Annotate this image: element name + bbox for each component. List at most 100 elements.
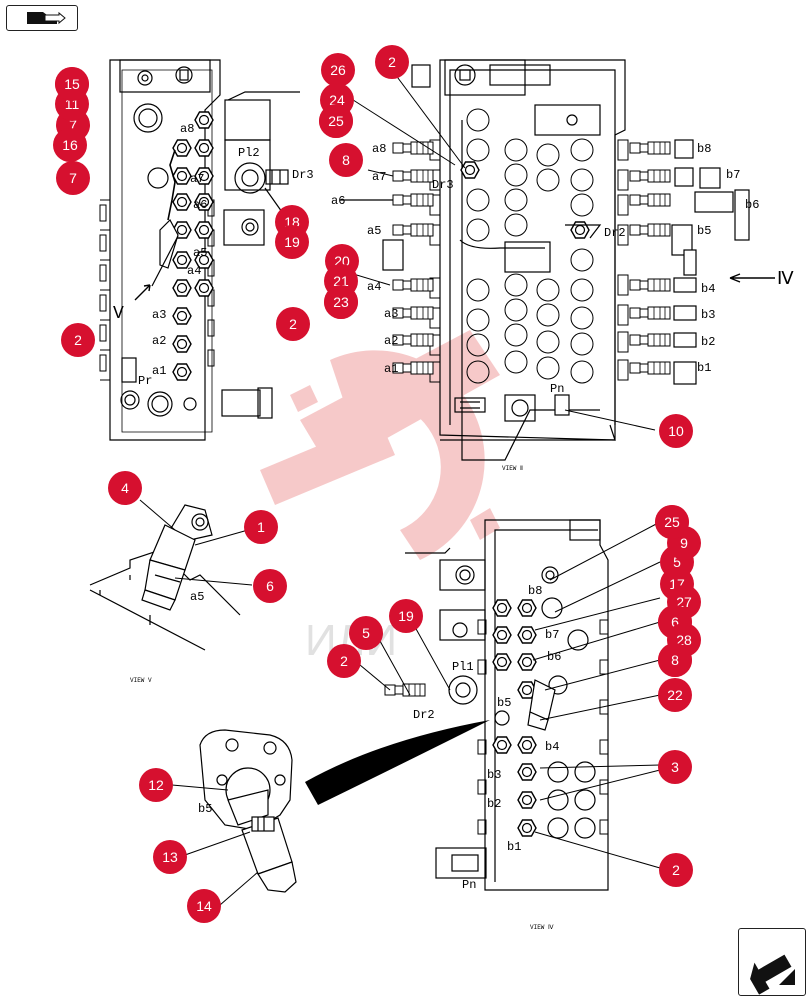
svg-text:b8: b8 bbox=[528, 584, 542, 598]
callout-7: 7 bbox=[56, 161, 90, 195]
svg-text:4: 4 bbox=[121, 480, 129, 496]
callout-13: 13 bbox=[153, 840, 187, 874]
callout-6: 6 bbox=[253, 569, 287, 603]
svg-text:a2: a2 bbox=[152, 334, 166, 348]
svg-text:7: 7 bbox=[69, 117, 77, 133]
view-iv-labels: b8 b7 b6 b5 b4 b3 b2 b1 Pl1 Dr2 Pn VIEW … bbox=[413, 584, 561, 931]
svg-text:b5: b5 bbox=[697, 224, 711, 238]
svg-text:b4: b4 bbox=[701, 282, 715, 296]
svg-text:Pn: Pn bbox=[550, 382, 564, 396]
svg-text:10: 10 bbox=[668, 423, 684, 439]
svg-text:23: 23 bbox=[333, 294, 349, 310]
svg-text:22: 22 bbox=[667, 687, 683, 703]
b5-detail bbox=[171, 729, 297, 906]
svg-text:b7: b7 bbox=[545, 628, 559, 642]
svg-text:16: 16 bbox=[62, 137, 78, 153]
callout-23: 23 bbox=[324, 285, 358, 319]
callout-16: 16 bbox=[53, 128, 87, 162]
svg-text:Pr: Pr bbox=[138, 374, 152, 388]
svg-text:V: V bbox=[113, 304, 124, 324]
svg-text:9: 9 bbox=[680, 535, 688, 551]
svg-text:1: 1 bbox=[257, 519, 265, 535]
svg-text:b2: b2 bbox=[701, 335, 715, 349]
svg-text:Pn: Pn bbox=[462, 878, 476, 892]
callout-2: 2 bbox=[61, 323, 95, 357]
svg-text:b7: b7 bbox=[726, 168, 740, 182]
callout-4: 4 bbox=[108, 471, 142, 505]
svg-text:2: 2 bbox=[672, 862, 680, 878]
svg-text:2: 2 bbox=[289, 316, 297, 332]
svg-text:24: 24 bbox=[329, 92, 345, 108]
callout-3: 3 bbox=[658, 750, 692, 784]
book-arrow-icon bbox=[27, 11, 66, 25]
svg-text:a4: a4 bbox=[367, 280, 381, 294]
page-corner-arrow-icon bbox=[750, 954, 795, 995]
svg-text:Dr2: Dr2 bbox=[604, 226, 626, 240]
callout-15: 15 bbox=[55, 67, 89, 101]
svg-text:19: 19 bbox=[398, 608, 414, 624]
svg-text:b6: b6 bbox=[547, 650, 561, 664]
top-left-valve-view bbox=[99, 59, 300, 441]
svg-text:a7: a7 bbox=[372, 170, 386, 184]
detail-pointer-wedge bbox=[305, 720, 490, 805]
callout-8: 8 bbox=[658, 643, 692, 677]
svg-text:VIEW Ⅱ: VIEW Ⅱ bbox=[502, 465, 523, 472]
svg-text:13: 13 bbox=[162, 849, 178, 865]
view-v-labels: a5 VIEW V bbox=[130, 590, 204, 684]
svg-text:b6: b6 bbox=[745, 198, 759, 212]
svg-text:VIEW V: VIEW V bbox=[130, 677, 152, 684]
stacked-callouts: 11 15 24 25 20 21 23 9 25 17 27 6 28 8 bbox=[55, 67, 701, 677]
svg-text:a3: a3 bbox=[152, 308, 166, 322]
svg-text:a4: a4 bbox=[187, 264, 201, 278]
svg-text:a5: a5 bbox=[367, 224, 381, 238]
callout-12: 12 bbox=[139, 768, 173, 802]
svg-text:Dr3: Dr3 bbox=[292, 168, 314, 182]
callout-2: 2 bbox=[659, 853, 693, 887]
previous-page-button[interactable] bbox=[6, 5, 78, 31]
svg-text:6: 6 bbox=[266, 578, 274, 594]
svg-text:2: 2 bbox=[74, 332, 82, 348]
svg-text:8: 8 bbox=[342, 152, 350, 168]
svg-text:b4: b4 bbox=[545, 740, 559, 754]
b5-detail-labels: b5 bbox=[198, 802, 212, 816]
svg-text:a1: a1 bbox=[384, 362, 398, 376]
svg-text:a5: a5 bbox=[193, 246, 207, 260]
svg-text:Pl2: Pl2 bbox=[238, 146, 260, 160]
svg-text:2: 2 bbox=[340, 653, 348, 669]
svg-text:14: 14 bbox=[196, 898, 212, 914]
watermark-logo: ИЛИ bbox=[260, 330, 500, 665]
svg-text:b1: b1 bbox=[507, 840, 521, 854]
callout-14: 14 bbox=[187, 889, 221, 923]
callout-22: 22 bbox=[658, 678, 692, 712]
callout-5: 5 bbox=[349, 616, 383, 650]
svg-text:b3: b3 bbox=[487, 768, 501, 782]
svg-text:2: 2 bbox=[388, 54, 396, 70]
svg-text:Dr2: Dr2 bbox=[413, 708, 435, 722]
callout-19: 19 bbox=[389, 599, 423, 633]
svg-text:b5: b5 bbox=[198, 802, 212, 816]
next-page-button[interactable] bbox=[738, 928, 806, 996]
svg-text:Pl1: Pl1 bbox=[452, 660, 474, 674]
svg-text:21: 21 bbox=[333, 273, 349, 289]
svg-text:a7: a7 bbox=[190, 172, 204, 186]
svg-text:3: 3 bbox=[671, 759, 679, 775]
svg-text:a8: a8 bbox=[372, 142, 386, 156]
svg-text:6: 6 bbox=[671, 614, 679, 630]
callout-10: 10 bbox=[659, 414, 693, 448]
svg-text:15: 15 bbox=[64, 76, 80, 92]
svg-text:5: 5 bbox=[673, 554, 681, 570]
svg-text:a1: a1 bbox=[152, 364, 166, 378]
callout-25: 25 bbox=[655, 505, 689, 539]
svg-text:VIEW Ⅳ: VIEW Ⅳ bbox=[530, 924, 554, 931]
svg-text:a2: a2 bbox=[384, 334, 398, 348]
svg-text:a6: a6 bbox=[331, 194, 345, 208]
callout-2: 2 bbox=[375, 45, 409, 79]
svg-text:Dr3: Dr3 bbox=[432, 178, 454, 192]
svg-text:7: 7 bbox=[69, 170, 77, 186]
top-left-labels: a8 a7 a6 a5 a4 a3 a2 a1 Pl2 Dr3 Pr V bbox=[113, 122, 314, 388]
callout-25: 25 bbox=[319, 104, 353, 138]
svg-text:Ⅳ: Ⅳ bbox=[777, 270, 794, 290]
svg-text:19: 19 bbox=[284, 234, 300, 250]
svg-text:b5: b5 bbox=[497, 696, 511, 710]
